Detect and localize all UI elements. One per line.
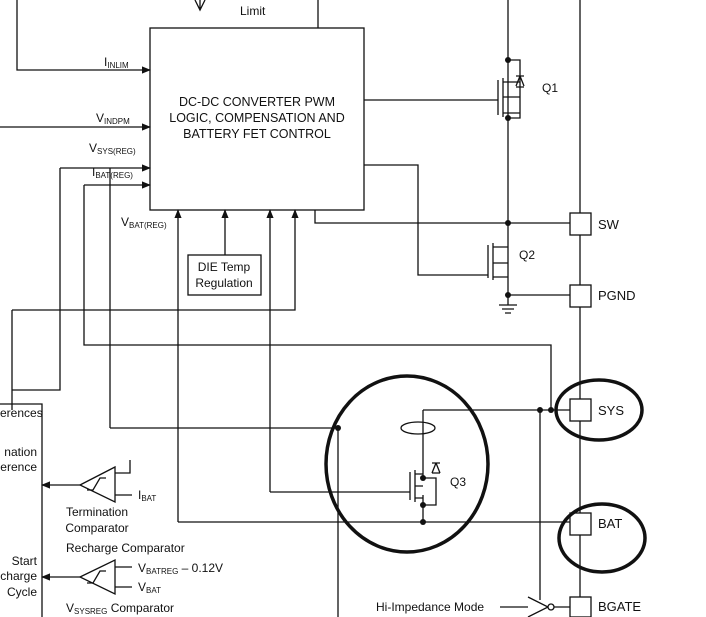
block-title-line2: LOGIC, COMPENSATION AND [169,111,345,125]
q3-label: Q3 [450,475,466,489]
left-termination-line1: nation [4,445,37,459]
recharge-vbat: VBAT [138,580,161,595]
die-temp-line1: DIE Temp [198,260,251,274]
die-temp-box [187,254,262,296]
q2-label: Q2 [519,248,535,262]
pin-sys: SYS [598,403,624,418]
pin-pgnd: PGND [598,288,636,303]
ibatreg-label: IBAT(REG) [92,165,133,180]
termination-comparator-line1: Termination [66,505,128,519]
pin-sw: SW [598,217,620,232]
block-title-line1: DC-DC CONVERTER PWM [179,95,335,109]
termination-ibat: IBAT [138,488,156,503]
recharge-vbatreg: VBATREG – 0.12V [138,561,223,576]
left-start-line2: charge [0,569,37,583]
limit-label: Limit [240,4,266,18]
left-start-line1: Start [12,554,38,568]
converter-block [149,27,365,211]
left-start-line3: Cycle [7,585,37,599]
recharge-comparator-label: Recharge Comparator [66,541,185,555]
block-title-line3: BATTERY FET CONTROL [183,127,331,141]
left-references: erences [0,406,43,420]
inlim-label: IINLIM [104,55,129,70]
vbatreg-label: VBAT(REG) [121,215,167,230]
pin-bgate: BGATE [598,599,641,614]
left-termination-line2: erence [0,460,37,474]
vsysreg-comparator-label: VSYSREG Comparator [66,601,174,616]
hi-impedance-label: Hi-Impedance Mode [376,600,484,614]
die-temp-line2: Regulation [195,276,252,290]
pin-bat: BAT [598,516,622,531]
termination-comparator-line2: Comparator [65,521,128,535]
vsysreg-label: VSYS(REG) [89,141,136,156]
q1-label: Q1 [542,81,558,95]
vindpm-label: VINDPM [96,111,130,126]
